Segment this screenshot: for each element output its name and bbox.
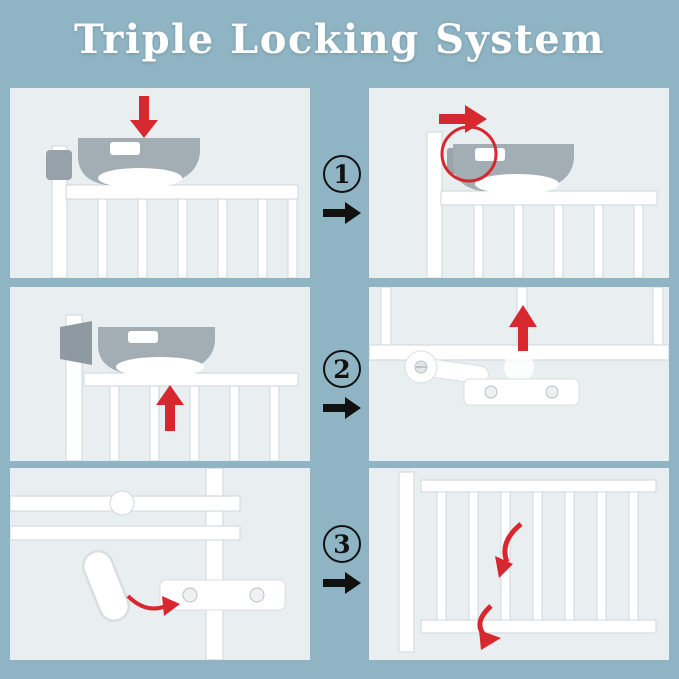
- panel-step2-after: [369, 287, 669, 461]
- red-curved-arrow-icon-top: [495, 522, 523, 578]
- step-1-digit: 1: [333, 159, 351, 189]
- step-3-digit: 3: [333, 529, 351, 559]
- highlight-circle: [440, 125, 498, 183]
- gate-handle: [60, 321, 215, 377]
- step-2-right-arrow-icon: [323, 397, 361, 419]
- red-down-arrow-icon: [130, 96, 158, 138]
- panel-step2-before: [10, 287, 310, 461]
- panel-step1-before: [10, 88, 310, 278]
- highlight-circle: [504, 352, 534, 382]
- gate-frame: [51, 145, 299, 278]
- gate-illustration-step2-latch: [369, 287, 669, 406]
- step-3-number: 3: [323, 525, 361, 563]
- gate-illustration-step2-lift: [60, 314, 299, 461]
- red-up-arrow-icon: [156, 385, 184, 431]
- panel-step1-after: [369, 88, 669, 278]
- red-up-arrow-icon: [509, 305, 537, 351]
- step-2-digit: 2: [333, 354, 351, 384]
- base-plate: [159, 579, 286, 611]
- step-marker-3: 3: [314, 525, 370, 594]
- panel-step3-before: [10, 468, 310, 660]
- gate-handle: [46, 138, 200, 188]
- gate-illustration-step1-slide: [426, 105, 658, 278]
- gate-frame: [398, 471, 657, 653]
- step-1-number: 1: [323, 155, 361, 193]
- latch-catch-plate: [463, 378, 580, 406]
- gate-handle: [447, 144, 574, 194]
- page-title: Triple Locking System: [73, 16, 606, 63]
- foot-pedal: [82, 550, 130, 622]
- red-curved-arrow-icon-bottom: [477, 604, 501, 650]
- gate-frame: [426, 131, 658, 278]
- gate-illustration-step1-press-down: [46, 96, 299, 278]
- step-2-number: 2: [323, 350, 361, 388]
- gate-illustration-step3-pedal: [10, 468, 286, 660]
- latch-lever: [404, 350, 489, 385]
- step-marker-2: 2: [314, 350, 370, 419]
- step-marker-1: 1: [314, 155, 370, 224]
- step-1-right-arrow-icon: [323, 202, 361, 224]
- red-curved-arrow-icon: [126, 594, 180, 616]
- gate-illustration-step3-swing: [398, 471, 657, 653]
- panel-step3-after: [369, 468, 669, 660]
- step-3-right-arrow-icon: [323, 572, 361, 594]
- gate-frame: [10, 468, 241, 660]
